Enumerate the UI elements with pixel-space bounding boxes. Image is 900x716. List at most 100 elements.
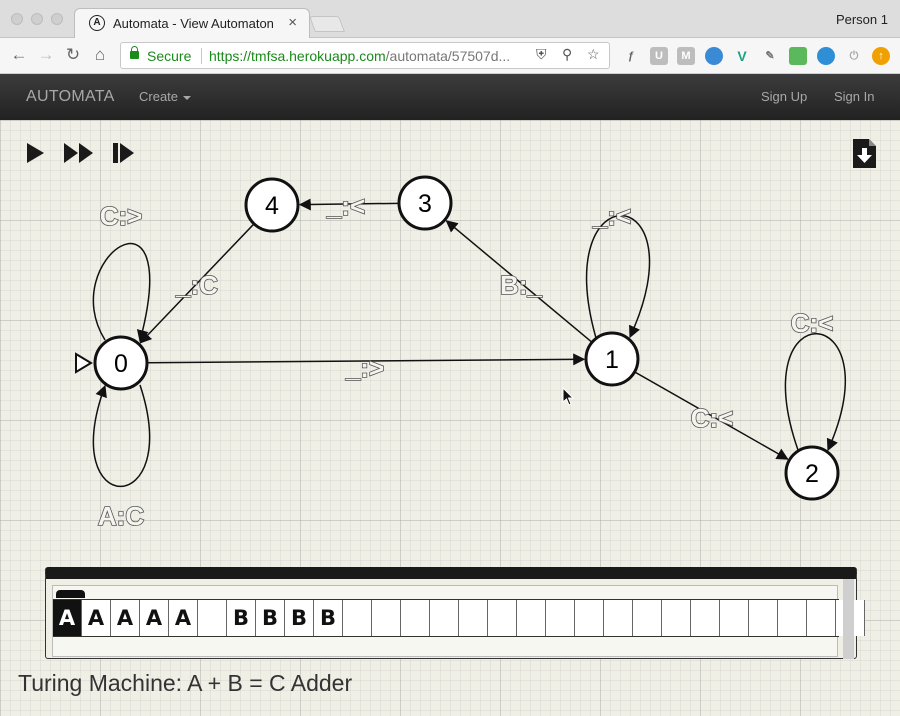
tape-cell: A — [140, 600, 169, 636]
app-navbar: AUTOMATA Create Sign Up Sign In — [0, 74, 900, 120]
tape-cell — [778, 600, 807, 636]
url-host: https://tmfsa.herokuapp.com — [209, 48, 386, 64]
tape-cell — [604, 600, 633, 636]
browser-tab[interactable]: A Automata - View Automaton × — [74, 8, 310, 38]
caret-down-icon — [183, 95, 192, 100]
transition-arrow[interactable] — [784, 333, 847, 452]
state-node[interactable] — [584, 331, 640, 387]
tape-cell: A — [53, 600, 82, 636]
brand-logo[interactable]: AUTOMATA — [26, 88, 115, 105]
tape-cell — [488, 600, 517, 636]
state-node[interactable] — [784, 445, 840, 501]
address-bar[interactable]: Secure https://tmfsa.herokuapp.com/autom… — [120, 42, 610, 69]
play-icon[interactable] — [26, 142, 46, 164]
tape-cell: B — [227, 600, 256, 636]
v-extension-icon[interactable]: V — [737, 48, 747, 64]
tape-cell — [749, 600, 778, 636]
secure-label: Secure — [147, 48, 192, 64]
fast-forward-icon[interactable] — [63, 142, 95, 164]
close-tab-icon[interactable]: × — [288, 14, 297, 31]
state-node[interactable] — [397, 175, 453, 231]
mouse-cursor-icon — [562, 387, 575, 406]
state-label: 2 — [805, 460, 819, 488]
tape-scrollbar[interactable] — [843, 579, 854, 659]
transition-arrow[interactable] — [298, 198, 400, 211]
tape-cell — [372, 600, 401, 636]
automata-favicon-icon: A — [89, 15, 105, 31]
transition-label[interactable]: B:_ — [499, 269, 543, 301]
tape-cell — [633, 600, 662, 636]
transition-arrow[interactable] — [146, 353, 586, 366]
state-node[interactable] — [244, 177, 300, 233]
transition-label[interactable]: _:C — [174, 269, 219, 301]
state-node[interactable] — [93, 335, 149, 391]
power-extension-icon[interactable]: ⏻ — [849, 50, 859, 62]
state-label: 3 — [418, 190, 432, 218]
tape-cell: A — [169, 600, 198, 636]
sheet-extension-icon[interactable] — [789, 47, 807, 65]
u-extension-icon[interactable]: U — [650, 47, 668, 65]
forward-arrow-icon[interactable]: → — [37, 45, 55, 64]
eyedropper-extension-icon[interactable]: ✎ — [765, 50, 775, 62]
create-label: Create — [139, 89, 179, 104]
download-icon[interactable] — [852, 138, 878, 170]
new-tab-button[interactable] — [309, 16, 345, 32]
transition-label[interactable]: _:< — [325, 190, 366, 222]
transition-arrow[interactable] — [92, 384, 151, 487]
url-text[interactable]: https://tmfsa.herokuapp.com/automata/575… — [209, 48, 510, 64]
update-extension-icon[interactable]: ↑ — [872, 47, 890, 65]
tape-cell — [343, 600, 372, 636]
tape-cell — [430, 600, 459, 636]
sign-up-link[interactable]: Sign Up — [761, 89, 808, 104]
sign-in-link[interactable]: Sign In — [834, 89, 875, 104]
tape-cell: B — [256, 600, 285, 636]
reload-icon[interactable]: ↻ — [65, 45, 81, 64]
tape-head-marker — [56, 590, 85, 598]
transition-label[interactable]: _:> — [344, 352, 385, 384]
step-icon[interactable] — [112, 142, 136, 164]
back-arrow-icon[interactable]: ← — [10, 45, 28, 64]
eye-extension-icon[interactable] — [817, 47, 835, 65]
state-label: 1 — [605, 346, 619, 374]
machine-title: Turing Machine: A + B = C Adder — [18, 670, 353, 696]
transition-arrow[interactable] — [585, 214, 651, 339]
m-extension-icon[interactable]: M — [677, 47, 695, 65]
transition-label[interactable]: C:< — [790, 307, 834, 339]
script-extension-icon[interactable]: ƒ — [627, 50, 635, 62]
transition-arrow[interactable] — [139, 223, 255, 344]
tape-cell — [459, 600, 488, 636]
lock-icon — [130, 46, 139, 59]
globe-extension-icon[interactable] — [705, 47, 723, 65]
create-dropdown[interactable]: Create — [139, 89, 192, 104]
tape-cell — [198, 600, 227, 636]
state-label: 0 — [114, 350, 128, 378]
tab-title: Automata - View Automaton — [113, 16, 274, 31]
transition-arrow[interactable] — [92, 242, 151, 343]
transition-label[interactable]: C:< — [690, 402, 734, 434]
bookmark-star-icon[interactable]: ☆ — [587, 46, 600, 62]
tape-cell: A — [111, 600, 140, 636]
tape-cell — [807, 600, 836, 636]
minimize-window-icon[interactable] — [31, 13, 43, 25]
transition-arrow[interactable] — [634, 371, 789, 460]
transition-label[interactable]: _:< — [591, 200, 632, 232]
maximize-window-icon[interactable] — [51, 13, 63, 25]
zoom-icon[interactable]: ⚲ — [562, 46, 573, 62]
tape-cell: A — [82, 600, 111, 636]
transition-arrow[interactable] — [445, 220, 593, 343]
tape-cell: B — [314, 600, 343, 636]
home-icon[interactable]: ⌂ — [94, 45, 106, 64]
shield-blocked-icon[interactable]: ⛨ — [536, 46, 547, 62]
profile-name[interactable]: Person 1 — [835, 12, 888, 27]
tape-cell — [720, 600, 749, 636]
browser-toolbar: ← → ↻ ⌂ Secure https://tmfsa.herokuapp.c… — [0, 38, 900, 74]
transition-label[interactable]: A:C — [97, 500, 145, 532]
transition-label[interactable]: C:> — [99, 200, 143, 232]
close-window-icon[interactable] — [11, 13, 23, 25]
tape-cell — [691, 600, 720, 636]
tape-cell — [517, 600, 546, 636]
